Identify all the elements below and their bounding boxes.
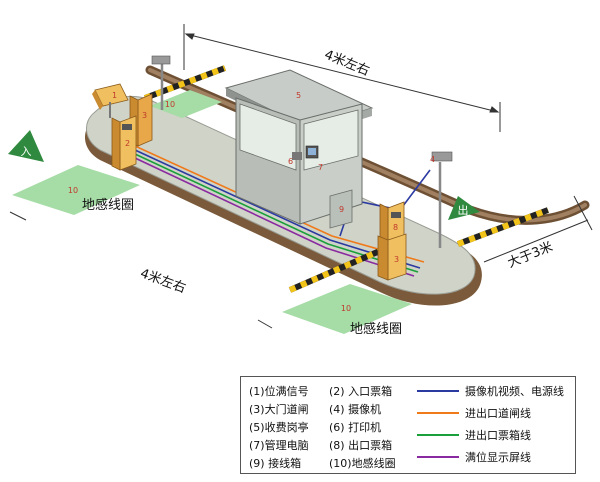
svg-text:9: 9 bbox=[339, 205, 344, 214]
legend-item: (1)位满信号 bbox=[249, 385, 309, 398]
loop-left-num: 10 bbox=[68, 186, 78, 195]
right-barrier-arm bbox=[456, 207, 550, 247]
legend-line-label: 满位显示屏线 bbox=[465, 451, 531, 464]
loop-top-num: 10 bbox=[165, 100, 175, 109]
legend-item: (2) 入口票箱 bbox=[329, 385, 393, 398]
svg-text:2: 2 bbox=[125, 139, 130, 148]
dimension-left-arrow bbox=[9, 211, 273, 329]
left-camera bbox=[151, 55, 171, 110]
loop-bottom bbox=[282, 284, 412, 334]
printer bbox=[292, 152, 302, 160]
svg-text:8: 8 bbox=[393, 223, 398, 232]
svg-text:3: 3 bbox=[394, 255, 399, 264]
road-edge-top-inner bbox=[148, 68, 587, 223]
legend-item: (7)管理电脑 bbox=[249, 439, 309, 452]
legend-item: (3)大门道闸 bbox=[249, 403, 309, 416]
legend-item: (4) 摄像机 bbox=[329, 403, 382, 416]
svg-text:出: 出 bbox=[458, 203, 469, 217]
legend-line-label: 进出口道闸线 bbox=[465, 407, 531, 420]
loop-left bbox=[12, 165, 140, 215]
legend-line-video-power bbox=[417, 390, 459, 392]
legend-line-label: 摄像机视频、电源线 bbox=[465, 385, 564, 398]
loop-bottom-label: 地感线圈 bbox=[350, 322, 403, 337]
toll-booth: 5 6 7 9 bbox=[224, 69, 374, 229]
legend: (1)位满信号 (2) 入口票箱 (3)大门道闸 (4) 摄像机 (5)收费岗亭… bbox=[240, 376, 576, 474]
svg-text:入: 入 bbox=[21, 145, 32, 158]
svg-text:3: 3 bbox=[142, 111, 147, 120]
svg-text:6: 6 bbox=[288, 157, 293, 166]
entry-sign: 入 bbox=[8, 130, 44, 162]
legend-item: (8) 出口票箱 bbox=[329, 439, 393, 452]
svg-text:5: 5 bbox=[296, 91, 301, 100]
right-gate: 3 bbox=[377, 233, 407, 281]
svg-text:7: 7 bbox=[318, 163, 323, 172]
bottom-barrier-arm bbox=[288, 247, 384, 293]
legend-line-gate bbox=[417, 412, 459, 414]
right-camera: 4 bbox=[430, 151, 453, 248]
legend-item: (9) 接线箱 bbox=[249, 457, 302, 470]
legend-line-ticket bbox=[417, 434, 459, 436]
legend-item: (5)收费岗亭 bbox=[249, 421, 309, 434]
dimension-right bbox=[483, 195, 593, 263]
legend-line-display bbox=[417, 456, 459, 458]
svg-text:1: 1 bbox=[112, 91, 117, 100]
loop-bottom-num: 10 bbox=[341, 304, 351, 313]
exit-sign: 出 bbox=[448, 196, 480, 220]
loop-top bbox=[150, 90, 222, 118]
loop-left-label: 地感线圈 bbox=[82, 198, 135, 213]
legend-item: (6) 打印机 bbox=[329, 421, 382, 434]
legend-item: (10)地感线圈 bbox=[329, 457, 396, 470]
dimension-top bbox=[183, 24, 501, 132]
legend-line-label: 进出口票箱线 bbox=[465, 429, 531, 442]
junction-box bbox=[329, 189, 353, 229]
left-full-signal: 1 bbox=[92, 83, 129, 118]
right-ticket-box: 8 bbox=[379, 201, 405, 245]
svg-text:4: 4 bbox=[430, 155, 435, 164]
left-barrier-arm bbox=[143, 65, 227, 101]
left-ticket-box: 2 bbox=[111, 115, 137, 171]
